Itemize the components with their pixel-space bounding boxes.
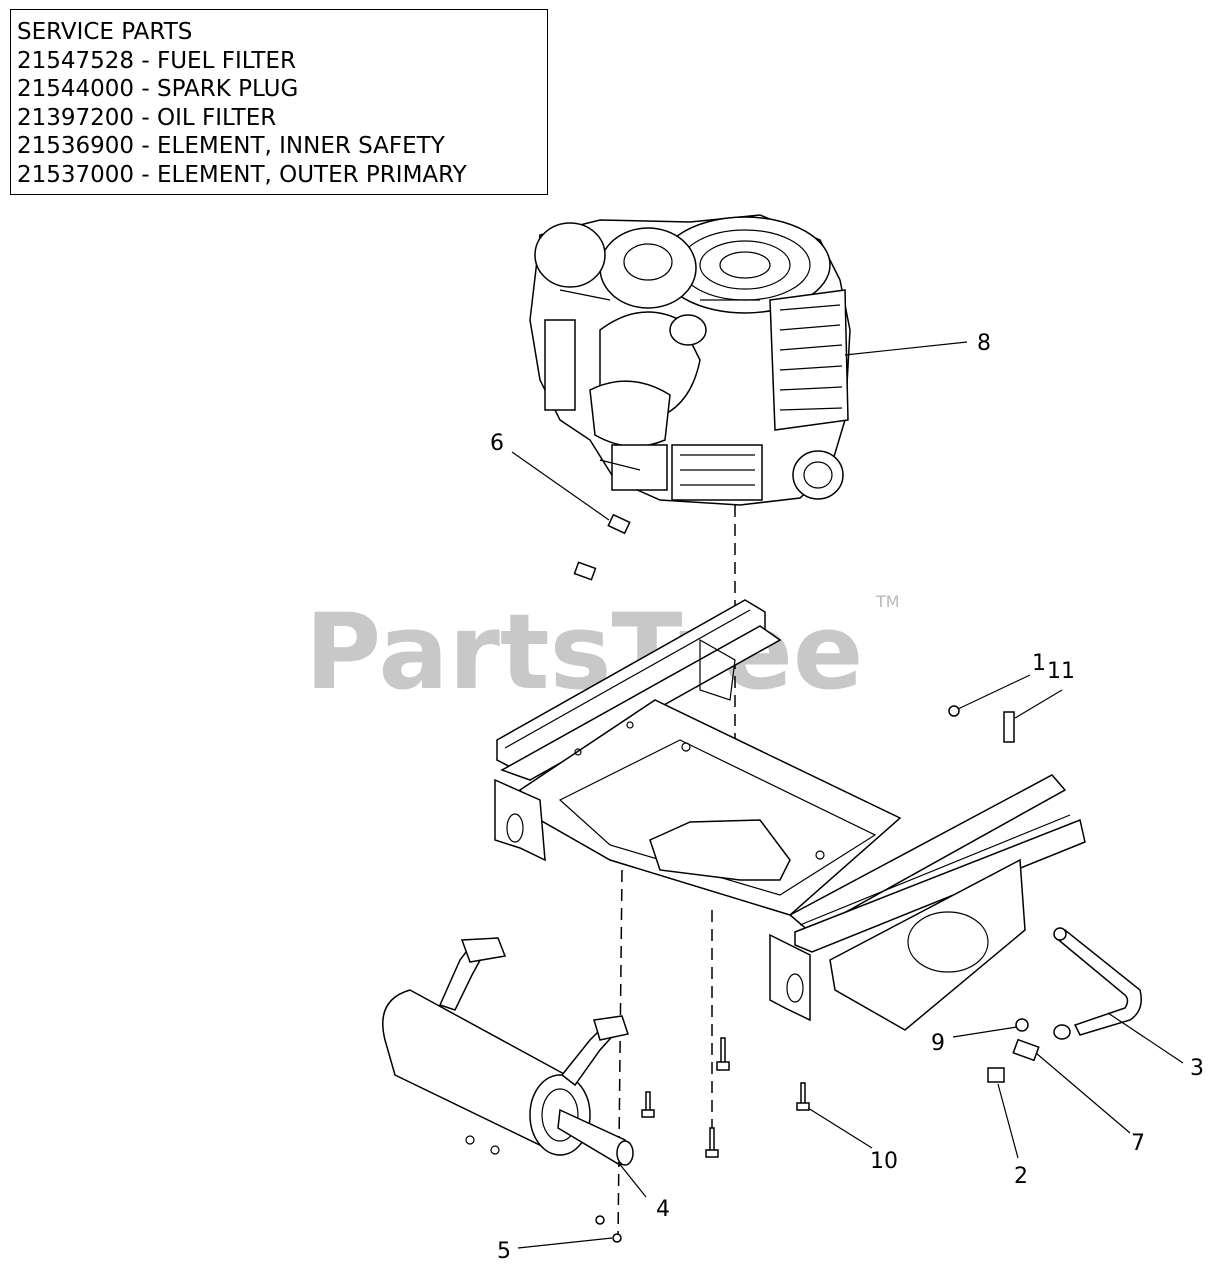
muffler-illustration	[382, 937, 634, 1166]
muffler-mount-centerline	[617, 869, 623, 1241]
service-parts-box: SERVICE PARTS 21547528 - FUEL FILTER 215…	[10, 9, 548, 195]
service-parts-title: SERVICE PARTS	[17, 19, 193, 45]
callout-4: 4	[656, 1197, 670, 1222]
callout-2: 2	[1014, 1164, 1028, 1189]
callout-6: 6	[490, 431, 504, 456]
service-part-item: 21544000 - SPARK PLUG	[17, 76, 299, 102]
service-part-item: 21536900 - ELEMENT, INNER SAFETY	[17, 133, 445, 159]
hose-illustration	[1053, 927, 1142, 1040]
callout-1: 1	[1032, 651, 1046, 676]
leader-lines	[511, 341, 1184, 1249]
callout-3: 3	[1190, 1056, 1204, 1081]
callout-10: 10	[870, 1149, 898, 1174]
engine-illustration	[529, 214, 851, 506]
service-part-item: 21537000 - ELEMENT, OUTER PRIMARY	[17, 161, 467, 188]
callout-8: 8	[977, 331, 991, 356]
callout-5: 5	[497, 1239, 511, 1264]
service-part-item: 21547528 - FUEL FILTER	[17, 47, 296, 74]
callout-9: 9	[931, 1031, 945, 1056]
frame-illustration	[494, 599, 1086, 1031]
callout-7: 7	[1131, 1131, 1145, 1156]
service-part-item: 21397200 - OIL FILTER	[17, 104, 277, 131]
small-hardware	[573, 513, 1040, 1243]
watermark-tm: TM	[875, 592, 900, 611]
callout-11: 11	[1047, 659, 1075, 684]
